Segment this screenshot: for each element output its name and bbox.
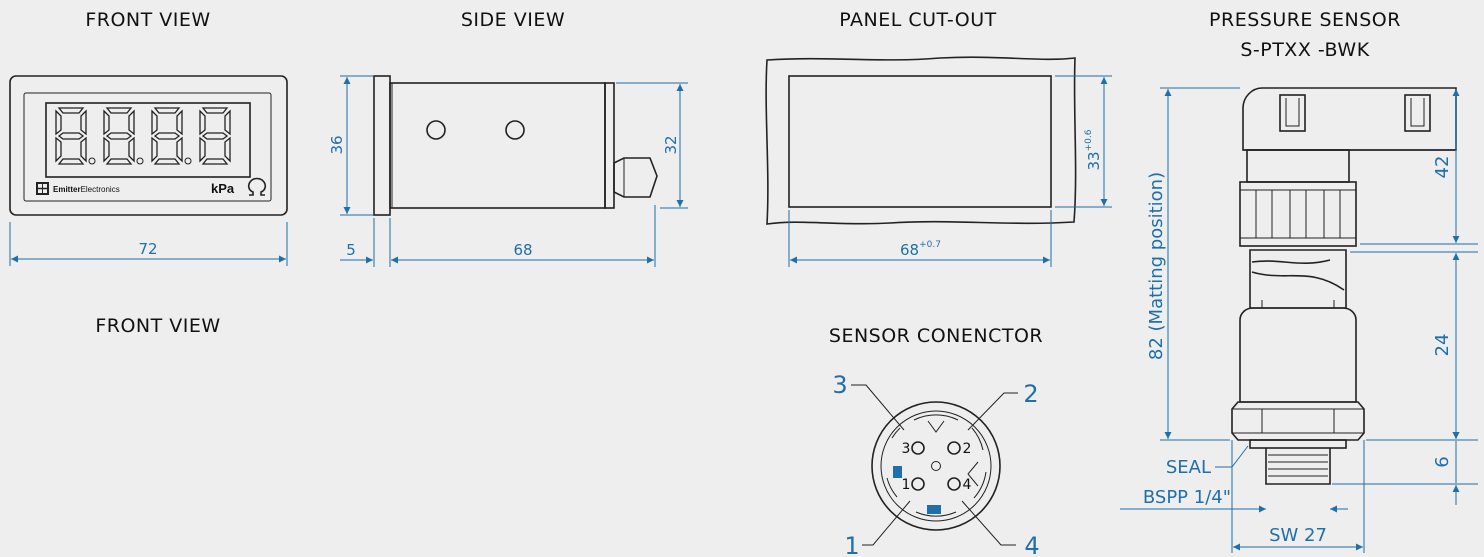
wrench-size-label: SW 27 [1269, 525, 1327, 546]
sensor-total-dim: 82 (Matting position) [1146, 172, 1167, 360]
side-view-title: SIDE VIEW [461, 9, 565, 31]
pin-center [931, 461, 941, 471]
side-height-dim: 36 [328, 135, 346, 154]
pressure-sensor-title: PRESSURE SENSOR [1209, 9, 1401, 31]
panel-outline [765, 56, 1077, 225]
digit-1 [55, 107, 87, 165]
pin-4 [947, 477, 961, 491]
side-front-flange [373, 75, 391, 216]
callout-4: 4 [1024, 532, 1039, 557]
pressure-sensor: PRESSURE SENSOR S-PTXX -BWK [1120, 9, 1478, 553]
panel-cutout: PANEL CUT-OUT 68+0.7 33+0.6 [765, 9, 1112, 267]
side-hole-2 [505, 120, 525, 140]
side-connector [613, 157, 658, 198]
digit-2 [103, 107, 135, 165]
pin-3-label: 3 [902, 441, 911, 457]
omega-icon [247, 177, 267, 196]
seven-segment-display [55, 107, 231, 165]
unit-label: kPa [211, 181, 235, 196]
front-view-title: FRONT VIEW [85, 9, 210, 31]
digit-4 [199, 107, 231, 165]
pin-2 [947, 441, 961, 455]
pin-1-label: 1 [902, 477, 911, 493]
sensor-body [1231, 87, 1457, 485]
thread-label: BSPP 1/4" [1143, 487, 1231, 508]
cutout-hole [788, 75, 1052, 208]
sensor-dim-top: 42 [1432, 156, 1453, 179]
front-width-dim: 72 [138, 240, 157, 258]
decimal-point-1 [88, 157, 96, 165]
brand-name: EmitterElectronics [53, 185, 120, 194]
panel-cutout-title: PANEL CUT-OUT [839, 9, 996, 31]
sensor-dim-bottom: 6 [1432, 456, 1453, 467]
side-hole-1 [426, 120, 446, 140]
front-view-title-2: FRONT VIEW [95, 315, 220, 337]
pin-4-label: 4 [963, 477, 972, 493]
side-view: SIDE VIEW 36 32 5 68 [328, 9, 688, 267]
front-view: FRONT VIEW EmitterElectronics kPa 72 [9, 9, 288, 266]
pin-1 [911, 477, 925, 491]
side-body [389, 82, 606, 209]
cutout-height-dim: 33+0.6 [1084, 129, 1103, 170]
side-body-depth-dim: 68 [513, 241, 532, 259]
sensor-connector: SENSOR CONENCTOR 3 2 1 4 3 2 1 4 [829, 325, 1043, 557]
side-front-depth-dim: 5 [346, 241, 356, 259]
side-back-plate [604, 82, 615, 209]
callout-3: 3 [832, 371, 847, 399]
side-height-dim-right: 32 [662, 135, 680, 154]
emitter-logo-icon [36, 182, 49, 195]
decimal-point-2 [136, 157, 144, 165]
front-bezel [9, 75, 288, 216]
pin-2-label: 2 [963, 441, 972, 457]
sensor-dim-mid: 24 [1432, 334, 1453, 357]
seal-label: SEAL [1166, 457, 1211, 478]
pressure-sensor-model: S-PTXX -BWK [1240, 39, 1369, 61]
display-window [45, 102, 251, 178]
callout-2: 2 [1023, 380, 1038, 408]
cutout-width-dim: 68+0.7 [900, 240, 941, 259]
connector-ring-2 [880, 410, 992, 522]
callout-1: 1 [844, 532, 859, 557]
connector-inner-ring [886, 414, 987, 517]
front-inner-frame [23, 92, 272, 202]
decimal-point-3 [184, 157, 192, 165]
connector-outer-ring [871, 401, 1001, 531]
sensor-connector-title: SENSOR CONENCTOR [829, 325, 1043, 347]
pin-3 [911, 441, 925, 455]
digit-3 [151, 107, 183, 165]
